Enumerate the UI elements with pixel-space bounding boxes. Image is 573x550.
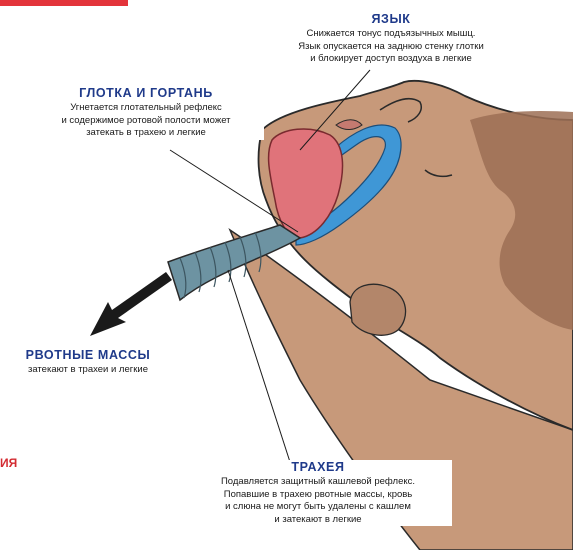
vomit-arrow (90, 272, 172, 336)
ear (350, 284, 406, 335)
callout-vomit-title: РВОТНЫЕ МАССЫ (2, 348, 174, 362)
cropped-heading-fragment: ИЯ (0, 456, 17, 470)
callout-pharynx-line: Угнетается глотательный рефлекс (28, 102, 264, 115)
callout-vomit: РВОТНЫЕ МАССЫ затекают в трахеи и легкие (2, 348, 174, 377)
callout-trachea-line: и слюна не могут быть удалены с кашлем (184, 501, 452, 514)
callout-pharynx-line: и содержимое ротовой полости может (28, 115, 264, 128)
callout-pharynx-title: ГЛОТКА И ГОРТАНЬ (28, 86, 264, 100)
callout-pharynx: ГЛОТКА И ГОРТАНЬ Угнетается глотательный… (28, 86, 264, 140)
callout-tongue-line: Язык опускается на заднюю стенку глотки (260, 41, 522, 54)
callout-tongue-line: Снижается тонус подъязычных мышц. (260, 28, 522, 41)
callout-trachea: ТРАХЕЯ Подавляется защитный кашлевой реф… (184, 460, 452, 526)
callout-trachea-title: ТРАХЕЯ (184, 460, 452, 474)
callout-trachea-line: и затекают в легкие (184, 514, 452, 527)
callout-pharynx-line: затекать в трахею и легкие (28, 127, 264, 140)
callout-tongue-title: ЯЗЫК (260, 12, 522, 26)
callout-tongue: ЯЗЫК Снижается тонус подъязычных мышц. Я… (260, 12, 522, 66)
callout-tongue-line: и блокирует доступ воздуха в легкие (260, 53, 522, 66)
callout-vomit-line: затекают в трахеи и легкие (2, 364, 174, 377)
callout-trachea-line: Попавшие в трахею рвотные массы, кровь (184, 489, 452, 502)
callout-trachea-line: Подавляется защитный кашлевой рефлекс. (184, 476, 452, 489)
